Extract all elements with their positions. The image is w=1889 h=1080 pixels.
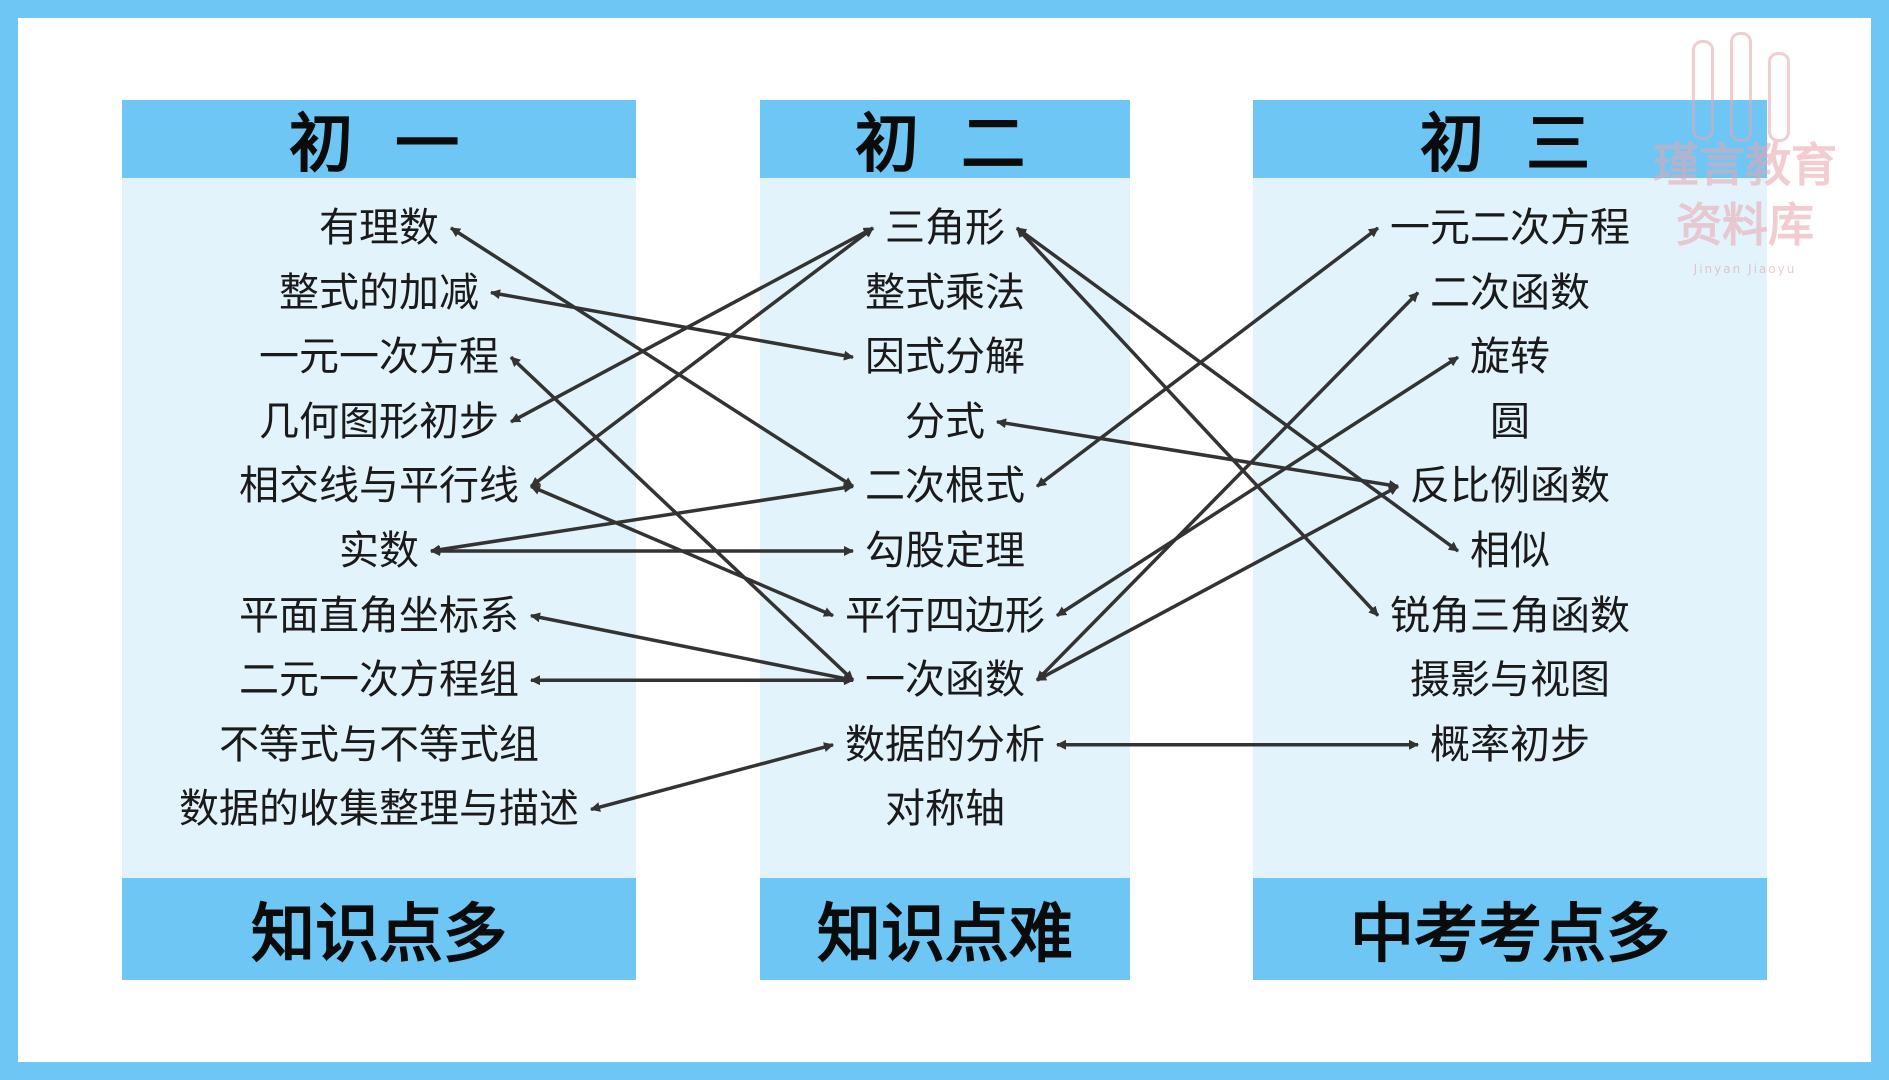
connection-arrow (1035, 226, 1380, 488)
grade-eight-topic: 对称轴 (885, 786, 1005, 833)
connection-arrow (1036, 484, 1399, 682)
grade-seven-topic: 整式的加减 (279, 269, 479, 316)
grade-eight-topic: 整式乘法 (865, 269, 1025, 316)
connection-arrow (529, 226, 875, 488)
grade-seven-topic: 不等式与不等式组 (219, 721, 539, 768)
connection-arrow (1035, 291, 1420, 682)
grade-eight-topic: 一次函数 (865, 657, 1025, 704)
connection-arrow (510, 226, 874, 424)
grade-eight-topic: 因式分解 (865, 334, 1025, 381)
connection-arrow (509, 355, 855, 682)
grade-seven-footer: 知识点多 (122, 878, 636, 980)
connection-arrow (490, 289, 854, 361)
grade-nine-footer: 中考考点多 (1253, 878, 1767, 980)
connection-arrow (430, 482, 854, 555)
grade-seven-topic: 平面直角坐标系 (239, 592, 519, 639)
grade-seven-title: 初 一 (122, 100, 636, 182)
grade-eight-topic: 平行四边形 (845, 592, 1045, 639)
grade-eight-topic: 分式 (905, 398, 985, 445)
grade-eight-footer: 知识点难 (760, 878, 1130, 980)
grade-nine-topic: 圆 (1490, 398, 1530, 445)
grade-seven-topic: 实数 (339, 528, 419, 574)
grade-seven-topic: 有理数 (319, 205, 439, 251)
connection-arrow (1015, 226, 1380, 617)
connection-arrow (1015, 226, 1460, 553)
grade-nine-topic: 相似 (1470, 528, 1550, 574)
grade-eight-title: 初 二 (760, 100, 1130, 182)
grade-nine-topic: 概率初步 (1430, 721, 1590, 768)
grade-seven-topic: 数据的收集整理与描述 (179, 786, 579, 833)
grade-seven-column: 初 一 有理数整式的加减一元一次方程几何图形初步相交线与平行线实数平面直角坐标系… (122, 100, 636, 980)
grade-nine-topic: 旋转 (1470, 334, 1550, 381)
connection-arrow (590, 742, 834, 812)
grade-eight-topic: 数据的分析 (845, 721, 1045, 768)
grade-nine-topic: 摄影与视图 (1410, 657, 1610, 704)
grade-seven-topic: 二元一次方程组 (239, 657, 519, 704)
connection-arrow (996, 418, 1399, 490)
connection-arrow (530, 612, 854, 684)
grade-nine-title: 初 三 (1253, 100, 1767, 182)
grade-eight-topic: 勾股定理 (865, 528, 1025, 574)
grade-eight-topic: 三角形 (885, 205, 1005, 251)
